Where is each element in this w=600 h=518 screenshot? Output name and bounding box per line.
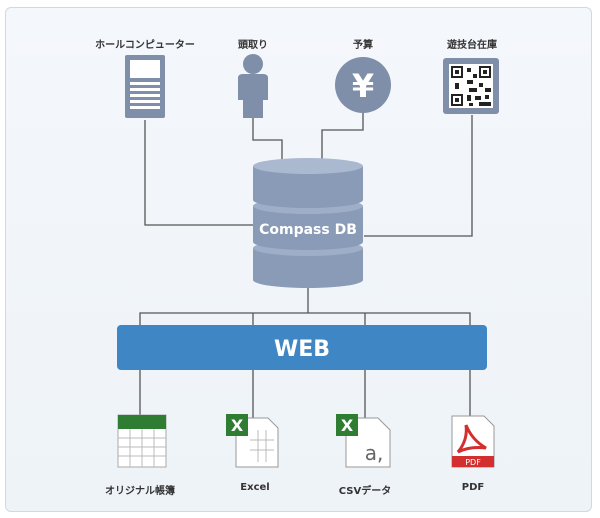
svg-text:X: X — [341, 416, 354, 435]
hall-computer-icon — [125, 55, 165, 118]
spreadsheet-icon — [117, 414, 167, 468]
line-hall-computer — [144, 120, 253, 226]
pdf-icon: PDF — [451, 415, 495, 468]
label-person: 頭取り — [238, 40, 268, 51]
svg-text:¥: ¥ — [352, 67, 374, 105]
connector-lines — [139, 110, 473, 418]
label-csv: CSVデータ — [338, 486, 392, 497]
database-cylinder — [253, 158, 363, 288]
label-original-ledger: オリジナル帳簿 — [105, 486, 175, 497]
svg-text:a,: a, — [365, 441, 384, 465]
svg-text:X: X — [231, 416, 244, 435]
web-bar — [117, 325, 487, 370]
yen-icon: ¥ — [335, 57, 391, 113]
line-person — [252, 118, 283, 165]
label-excel: Excel — [240, 482, 270, 493]
line-yen — [321, 110, 364, 165]
csv-icon: X a, — [336, 414, 391, 468]
label-pdf: PDF — [461, 482, 485, 493]
line-qr — [364, 115, 473, 237]
web-label: WEB — [274, 337, 330, 362]
database-label: Compass DB — [259, 222, 357, 238]
qr-code-icon — [443, 58, 499, 114]
excel-icon: X — [226, 414, 279, 468]
label-hall-computer: ホールコンピューター — [95, 40, 195, 51]
person-icon — [238, 54, 268, 118]
pdf-badge-text: PDF — [465, 458, 481, 467]
label-machine-stock: 遊技台在庫 — [447, 40, 497, 51]
line-web-bus-top — [139, 312, 471, 325]
label-budget: 予算 — [353, 40, 373, 51]
